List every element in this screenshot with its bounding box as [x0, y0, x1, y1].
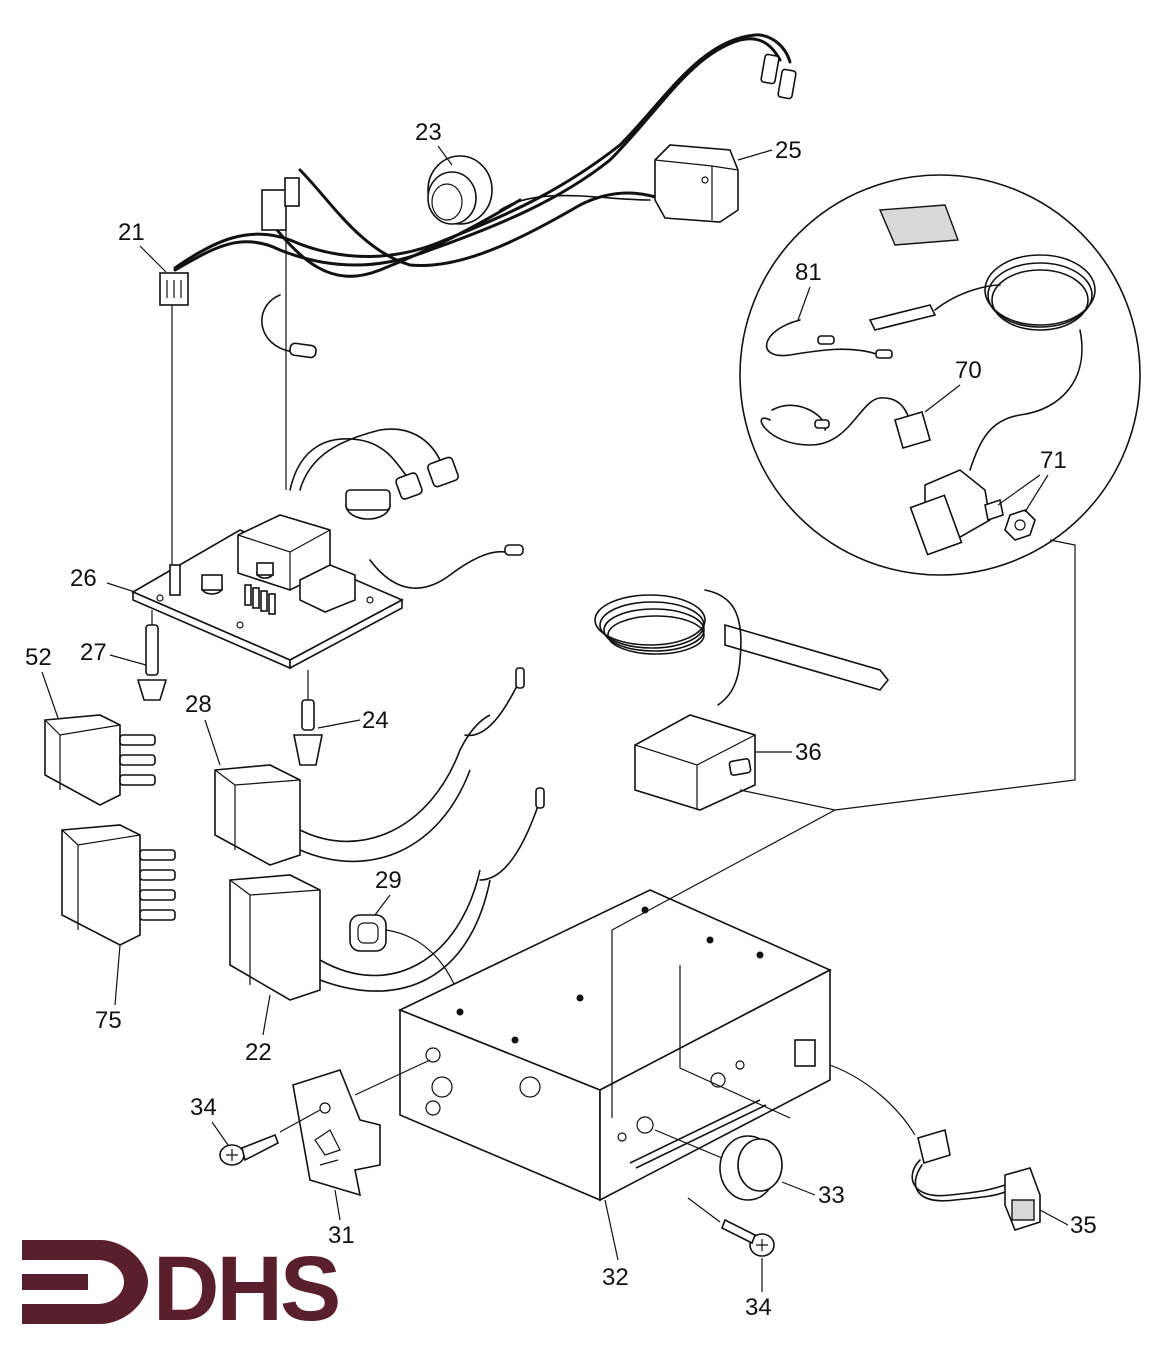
circuit-board-26	[131, 428, 524, 670]
bracket-31	[292, 1069, 381, 1197]
dhs-logo: DHS	[22, 1238, 341, 1340]
callout-34-bottom: 34	[745, 1294, 772, 1321]
callout-75: 75	[95, 1007, 122, 1034]
callout-34-left: 34	[190, 1094, 217, 1121]
wire-harness	[173, 33, 792, 356]
logo-arrow-icon	[22, 1240, 148, 1324]
callout-36: 36	[795, 739, 822, 766]
callout-26: 26	[70, 565, 97, 592]
screw-34-left	[219, 1109, 321, 1166]
callout-29: 29	[375, 867, 402, 894]
connector-75	[61, 824, 176, 946]
callout-33: 33	[818, 1182, 845, 1209]
harness-28	[214, 667, 525, 866]
callout-81: 81	[795, 259, 822, 286]
callout-22: 22	[245, 1039, 272, 1066]
callout-25: 25	[775, 137, 802, 164]
callout-70: 70	[955, 357, 982, 384]
harness-22	[229, 787, 545, 1001]
enclosure-32	[398, 889, 832, 1202]
transformer-25	[654, 144, 739, 223]
top-terminals	[760, 53, 797, 100]
wire-terminal	[289, 342, 317, 359]
standoff-27	[136, 610, 168, 701]
callout-27: 27	[80, 639, 107, 666]
standoff-24	[293, 670, 323, 766]
callout-23: 23	[415, 119, 442, 146]
callout-32: 32	[602, 1264, 629, 1291]
callout-52: 52	[25, 644, 52, 671]
thermostat-36	[594, 589, 890, 931]
logo-text: DHS	[153, 1238, 338, 1340]
connector-21	[159, 272, 189, 565]
top-plug	[261, 177, 300, 490]
callout-71: 71	[1040, 447, 1067, 474]
callout-31: 31	[328, 1222, 355, 1249]
knob-33	[654, 1129, 783, 1201]
callout-35: 35	[1070, 1212, 1097, 1239]
callout-24: 24	[362, 707, 389, 734]
callout-28: 28	[185, 691, 212, 718]
callout-21: 21	[118, 219, 145, 246]
screw-34-bottom	[687, 1197, 775, 1257]
switch-35	[829, 1064, 1041, 1231]
connector-52	[44, 714, 156, 806]
detail-circle	[739, 174, 1141, 811]
knob-23	[427, 155, 493, 225]
